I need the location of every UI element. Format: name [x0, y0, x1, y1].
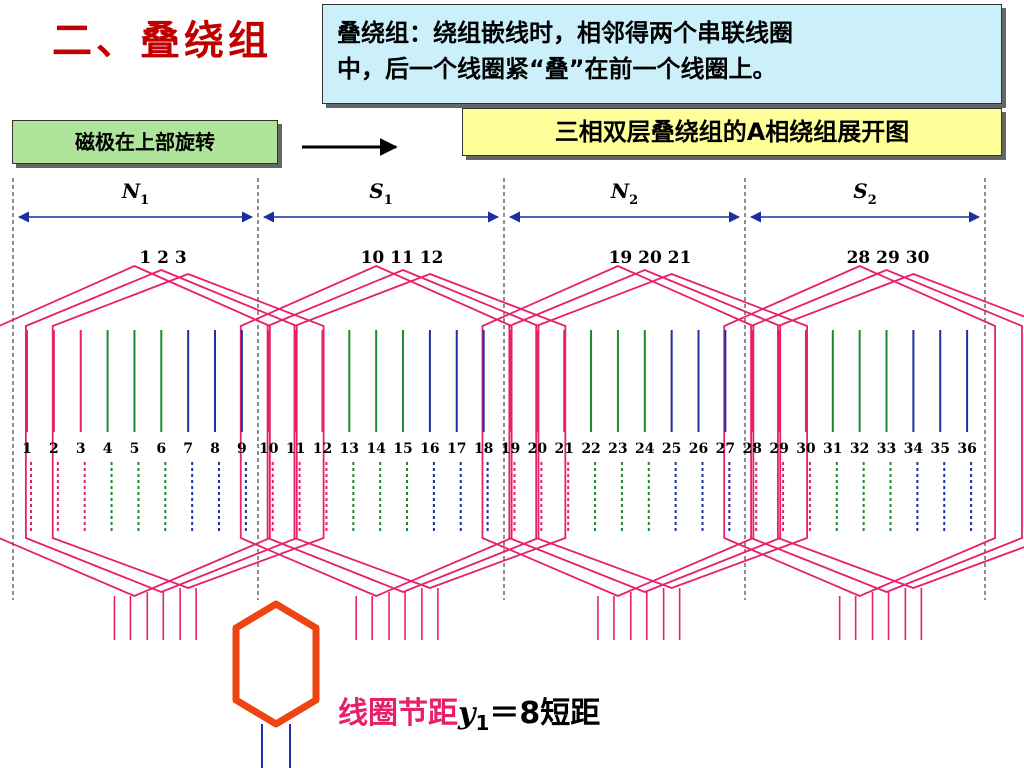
pole-label: S2	[853, 179, 877, 208]
slot-number: 28	[742, 441, 761, 457]
slot-number: 12	[313, 441, 332, 457]
slot-number: 6	[156, 441, 166, 457]
coil	[723, 265, 996, 597]
slot-number: 3	[76, 441, 86, 457]
slot-number: 4	[103, 441, 113, 457]
slot-lines	[26, 330, 973, 534]
coil	[535, 273, 808, 589]
pole-label: N2	[610, 179, 638, 208]
slot-number: 36	[957, 441, 976, 457]
slot-number: 7	[183, 441, 193, 457]
slot-number: 24	[635, 441, 655, 457]
slot-number: 10	[259, 441, 279, 457]
slot-number: 5	[130, 441, 140, 457]
coil-pitch-label: 线圈节距y1＝8短距	[338, 688, 600, 735]
sample-coil-icon	[232, 600, 320, 728]
slot-number: 30	[796, 441, 816, 457]
coil-group-labels: 1 2 3 10 11 12 19 20 21 28 29 30	[139, 248, 929, 268]
pole-dividers	[12, 178, 986, 600]
slot-number: 26	[689, 441, 708, 457]
pole-labels: N1 S1 N2 S2	[121, 179, 877, 208]
coil-group-label: 10 11 12	[361, 248, 444, 268]
slot-number: 19	[501, 441, 520, 457]
slot-number: 2	[49, 441, 59, 457]
slot-number: 14	[366, 441, 386, 457]
coil-group-label: 19 20 21	[609, 248, 692, 268]
slot-number: 25	[662, 441, 681, 457]
slot-number: 29	[769, 441, 788, 457]
slot-number: 13	[340, 441, 359, 457]
pole-rotation-note: 磁极在上部旋转	[12, 120, 278, 164]
slot-number: 17	[447, 441, 466, 457]
coil-group-label: 1 2 3	[139, 248, 186, 268]
slot-number: 16	[420, 441, 439, 457]
coil	[51, 273, 325, 589]
coil-group-label: 28 29 30	[847, 248, 930, 268]
slot-number: 18	[474, 441, 493, 457]
pole-label: N1	[121, 179, 149, 208]
definition-line-2: 中，后一个线圈紧“叠”在前一个线圈上。	[337, 55, 777, 83]
slot-number: 15	[393, 441, 412, 457]
slot-number: 20	[528, 441, 548, 457]
diagram-subtitle: 三相双层叠绕组的A相绕组展开图	[462, 108, 1002, 156]
slot-number: 8	[210, 441, 220, 457]
definition-line-1: 叠绕组：绕组嵌线时，相邻得两个串联线圈	[337, 19, 793, 47]
coil-pitch-sub: 1	[475, 711, 490, 735]
pole-label: S1	[369, 179, 393, 208]
coil	[777, 273, 1024, 589]
slot-number: 22	[581, 441, 600, 457]
slot-number: 34	[904, 441, 924, 457]
coil-pitch-value: ＝8	[489, 696, 541, 731]
slot-number: 32	[850, 441, 869, 457]
slot-number: 9	[237, 441, 247, 457]
coil-pitch-prefix: 线圈节距	[338, 696, 458, 731]
slot-number: 1	[22, 441, 32, 457]
coil-pitch-var: y	[458, 696, 476, 731]
page-title: 二、叠绕组	[52, 18, 272, 64]
slot-number: 33	[877, 441, 896, 457]
coil	[293, 273, 567, 589]
slot-number: 21	[554, 441, 573, 457]
coil-pitch-suffix: 短距	[540, 696, 601, 731]
slot-number: 27	[716, 441, 735, 457]
coil	[750, 269, 1023, 593]
slot-number: 35	[930, 441, 949, 457]
slot-number: 23	[608, 441, 627, 457]
definition-box: 叠绕组：绕组嵌线时，相邻得两个串联线圈 中，后一个线圈紧“叠”在前一个线圈上。	[322, 4, 1002, 104]
slot-number: 11	[286, 441, 305, 457]
coil-set	[0, 265, 1024, 640]
slot-number: 31	[823, 441, 842, 457]
